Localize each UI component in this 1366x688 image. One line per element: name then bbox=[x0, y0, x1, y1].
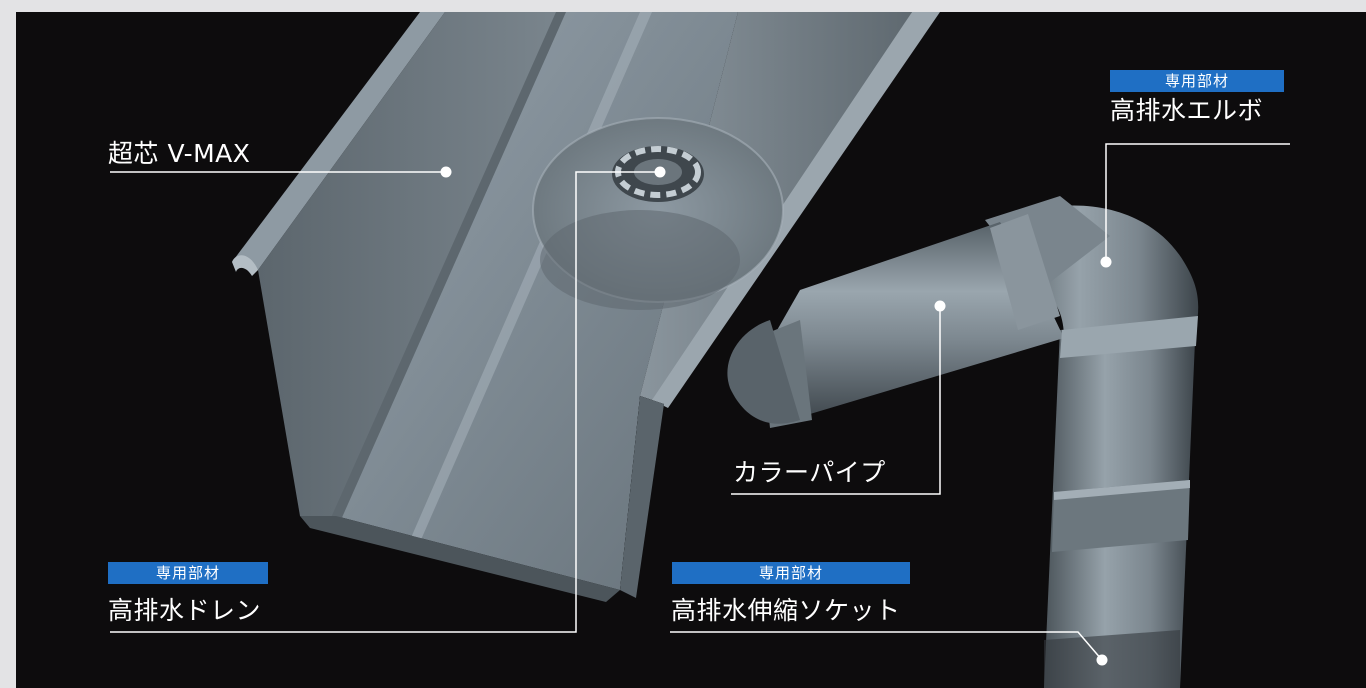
gutter-illustration bbox=[232, 12, 940, 602]
product-illustration bbox=[232, 12, 1199, 688]
drain-badge: 専用部材 bbox=[108, 562, 268, 584]
diagram-stage: 超芯 V-MAX 専用部材 高排水エルボ カラーパイプ 専用部材 高排水ドレン … bbox=[16, 12, 1366, 688]
socket-badge: 専用部材 bbox=[672, 562, 910, 584]
pipe-label: カラーパイプ bbox=[733, 458, 886, 487]
leader-dot bbox=[654, 166, 666, 178]
drain-label: 高排水ドレン bbox=[108, 596, 262, 625]
leader-lines bbox=[110, 143, 1290, 666]
elbow-badge: 専用部材 bbox=[1110, 70, 1284, 92]
leader-elbow bbox=[1105, 143, 1290, 262]
leader-dot bbox=[1096, 654, 1108, 666]
leader-pipe bbox=[731, 306, 941, 495]
socket-label: 高排水伸縮ソケット bbox=[671, 596, 901, 625]
leader-socket bbox=[670, 631, 1103, 661]
leader-dot bbox=[934, 300, 946, 312]
leader-drain bbox=[110, 171, 660, 633]
leader-dot bbox=[1100, 256, 1112, 268]
pipe-illustration bbox=[727, 196, 1199, 688]
vmax-label: 超芯 V-MAX bbox=[108, 139, 251, 168]
elbow-label: 高排水エルボ bbox=[1110, 96, 1264, 125]
leader-dot bbox=[440, 166, 452, 178]
